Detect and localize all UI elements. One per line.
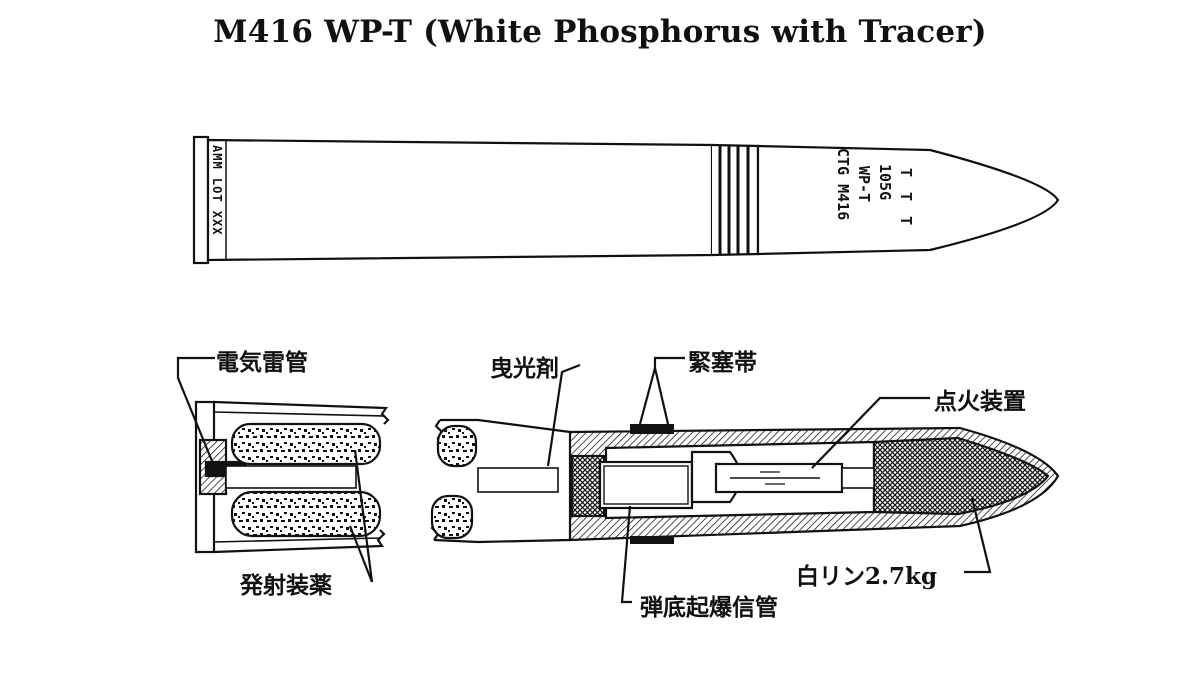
label-electric-primer: 電気雷管 <box>216 349 308 376</box>
nose-marking-line-4: CTG M416 <box>834 148 852 220</box>
nose-marking-line-3: WP-T <box>855 166 873 202</box>
nose-marking-line-2: 105G <box>876 164 894 200</box>
case-marking: AMM LOT XXX <box>210 145 224 235</box>
nose-markings: T T T 105G WP-T CTG M416 <box>834 148 915 228</box>
label-tracer: 曳光剤 <box>490 355 559 382</box>
label-propellant: 発射装薬 <box>240 572 332 599</box>
label-burster: 点火装置 <box>934 388 1026 415</box>
projectile-cutaway <box>430 418 1060 544</box>
label-white-phosphorus: 白リン2.7kg <box>796 563 938 590</box>
cartridge-exterior <box>192 135 1060 265</box>
label-rotating-band: 緊塞帯 <box>688 349 757 376</box>
leader-lines <box>176 356 992 604</box>
diagram-title: M416 WP-T (White Phosphorus with Tracer) <box>213 14 987 50</box>
nose-marking-line-1: T T T <box>897 168 915 228</box>
label-base-fuze: 弾底起爆信管 <box>640 594 778 621</box>
case-cutaway <box>194 400 390 554</box>
